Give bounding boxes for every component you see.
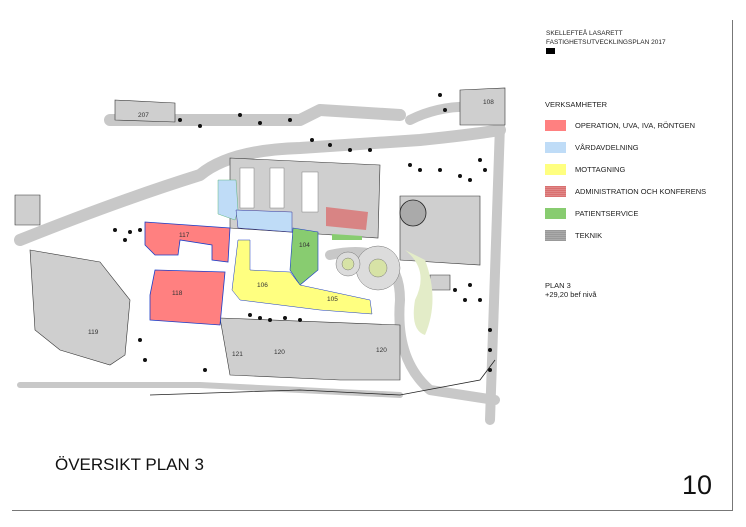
building-label: 119 <box>88 329 99 336</box>
legend-swatch <box>545 142 566 153</box>
building-label: 108 <box>483 99 494 106</box>
legend-item-patientservice: PATIENTSERVICE <box>545 208 706 219</box>
plan-level: +29,20 bef nivå <box>545 290 597 299</box>
page-title: ÖVERSIKT PLAN 3 <box>55 455 204 474</box>
legend-title: VERKSAMHETER <box>545 100 608 109</box>
legend-swatch <box>545 230 566 241</box>
legend-item-administration: ADMINISTRATION OCH KONFERENS <box>545 186 706 197</box>
header-line-2: FASTIGHETSUTVECKLINGSPLAN 2017 <box>546 39 666 46</box>
legend-label: PATIENTSERVICE <box>575 209 639 218</box>
building-label: 207 <box>138 112 149 119</box>
legend-label: TEKNIK <box>575 231 603 240</box>
building-label: 118 <box>172 290 183 297</box>
plan-info: PLAN 3 +29,20 bef nivå <box>545 281 597 299</box>
legend-swatch <box>545 164 566 175</box>
legend-label: MOTTAGNING <box>575 165 626 174</box>
building-label: 104 <box>299 242 310 249</box>
logo <box>546 48 666 54</box>
building-label: 120 <box>376 347 387 354</box>
legend-item-mottagning: MOTTAGNING <box>545 164 706 175</box>
building-label: 120 <box>274 349 285 356</box>
legend-swatch <box>545 208 566 219</box>
round-building <box>399 199 427 227</box>
legend-label: ADMINISTRATION OCH KONFERENS <box>575 187 707 196</box>
legend-item-teknik: TEKNIK <box>545 230 706 241</box>
plan-name: PLAN 3 <box>545 281 571 290</box>
page-frame <box>12 20 733 511</box>
header-line-1: SKELLEFTEÅ LASARETT <box>546 30 623 37</box>
legend-item-vardavdelning: VÅRDAVDELNING <box>545 142 706 153</box>
page-number: 10 <box>682 470 713 500</box>
building-label: 105 <box>327 296 338 303</box>
building-label: 106 <box>257 282 268 289</box>
legend-item-operation: OPERATION, UVA, IVA, RÖNTGEN <box>545 120 706 131</box>
legend-label: OPERATION, UVA, IVA, RÖNTGEN <box>575 121 696 130</box>
building-label: 121 <box>232 351 243 358</box>
legend: VERKSAMHETER OPERATION, UVA, IVA, RÖNTGE… <box>545 100 706 252</box>
legend-label: VÅRDAVDELNING <box>575 143 639 152</box>
legend-swatch <box>545 186 566 197</box>
document-header: SKELLEFTEÅ LASARETT FASTIGHETSUTVECKLING… <box>546 29 666 54</box>
building-label: 117 <box>179 232 190 239</box>
legend-swatch <box>545 120 566 131</box>
